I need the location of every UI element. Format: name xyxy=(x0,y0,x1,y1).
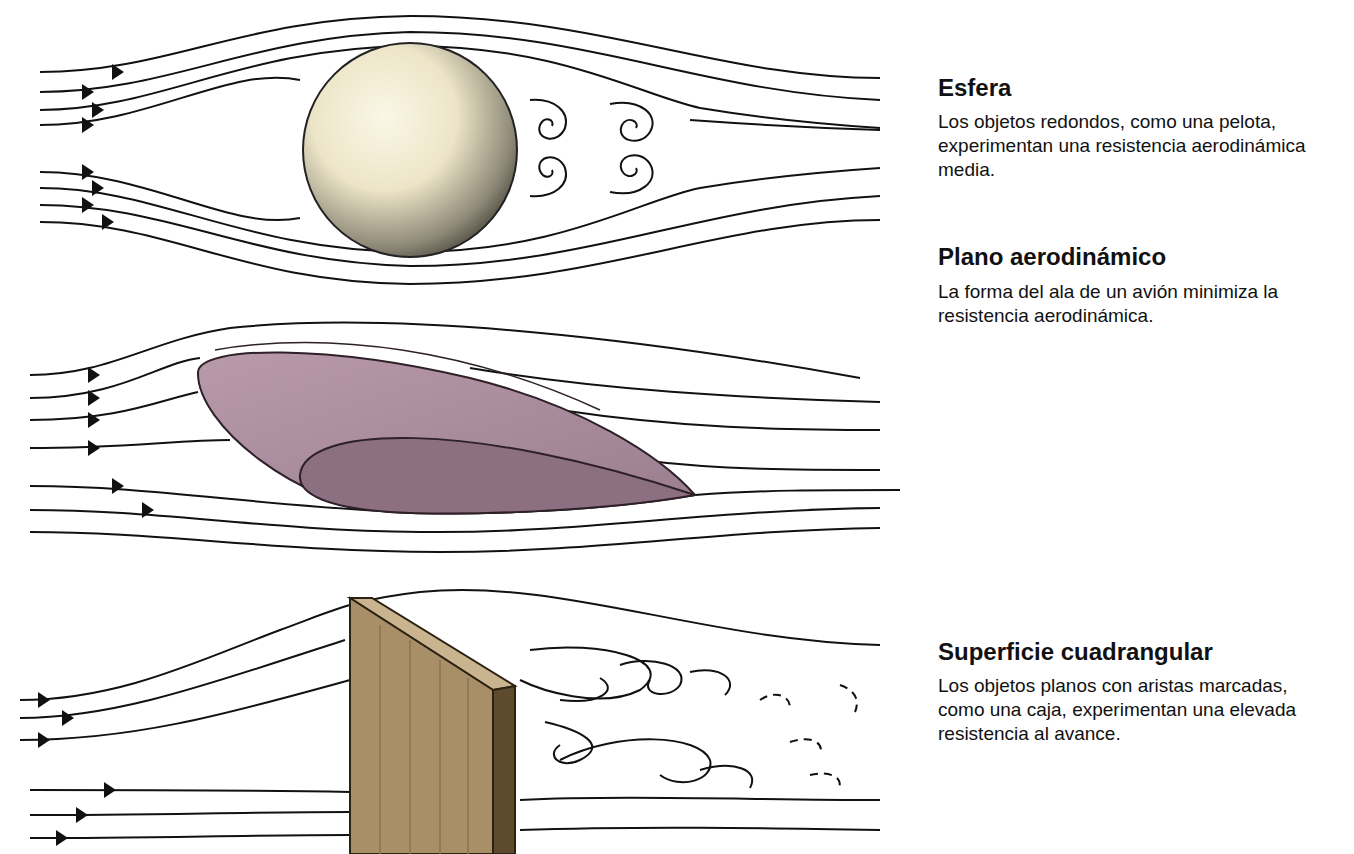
section-heading: Esfera xyxy=(938,74,1011,102)
section-heading: Superficie cuadrangular xyxy=(938,638,1213,666)
description-text: Los objetos redondos, como una pelota, e… xyxy=(938,110,1338,182)
section-heading: Plano aerodinámico xyxy=(938,243,1166,271)
description-text: Los objetos planos con aristas marcadas,… xyxy=(938,674,1338,746)
description-text: La forma del ala de un avión minimiza la… xyxy=(938,280,1338,328)
